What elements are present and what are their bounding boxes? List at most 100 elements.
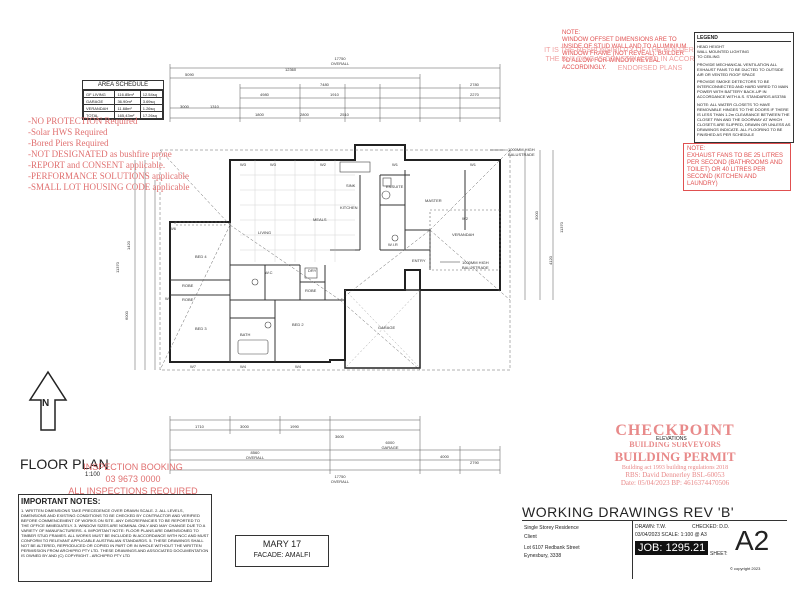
title-address-2: Eynesbury, 3338	[524, 553, 562, 559]
room-dry: DRY	[308, 268, 317, 273]
label-balustrade-top: 1000mm HIGH BALUSTRADE	[508, 147, 535, 157]
room-robe-1: ROBE	[182, 283, 194, 288]
exhaust-note: NOTE: EXHAUST FANS TO BE 25 LITRES PER S…	[683, 143, 791, 191]
checkpoint-brand: CHECKPOINT	[615, 422, 735, 439]
legend-note-ventilation: PROVIDE MECHANICAL VENTILATION ALL EXHAU…	[697, 62, 784, 77]
title-checked: CHECKED: D.D.	[692, 524, 730, 530]
svg-text:3000: 3000	[240, 424, 250, 429]
title-project: Single Storey Residence	[524, 525, 579, 531]
legend-general-note: NOTE: ALL WATER CLOSETS TO HAVE REMOVABL…	[697, 102, 791, 137]
label-balustrade-entry: 1000mm HIGH BALUSTRADE	[462, 260, 489, 270]
dim-right-overall: 11370	[558, 222, 564, 233]
dim-top-mid: 12360	[285, 67, 297, 72]
svg-text:2270: 2270	[470, 92, 480, 97]
stamp-conditions: -NO PROTECTION Required -Solar HWS Requi…	[28, 116, 190, 192]
svg-text:3000: 3000	[534, 210, 539, 220]
svg-text:5090: 5090	[185, 72, 195, 77]
room-bed4: BED 4	[195, 254, 207, 259]
svg-text:1420: 1420	[126, 240, 131, 250]
dim-left-overall: 11370	[114, 262, 120, 273]
north-label: N	[42, 398, 50, 409]
room-meals: MEALS	[313, 217, 327, 222]
svg-text:7480: 7480	[320, 82, 330, 87]
design-name: MARY 17	[262, 539, 302, 549]
title-heading: WORKING DRAWINGS REV 'B'	[522, 504, 735, 520]
svg-text:W3: W3	[240, 162, 247, 167]
important-notes: IMPORTANT NOTES: 1. WRITTEN DIMENSIONS T…	[18, 494, 212, 582]
svg-text:1710: 1710	[195, 424, 205, 429]
svg-text:W1: W1	[392, 162, 399, 167]
room-wir: W.I.R	[388, 242, 398, 247]
floor-plan-scale: 1:100	[85, 472, 101, 478]
floor-plan-title: FLOOR PLAN	[20, 456, 109, 472]
svg-text:4000: 4000	[440, 454, 450, 459]
svg-text:1990: 1990	[290, 424, 300, 429]
svg-text:W2: W2	[320, 162, 327, 167]
room-entry: ENTRY	[412, 258, 426, 263]
svg-text:1800: 1800	[255, 112, 265, 117]
svg-text:2510: 2510	[340, 112, 350, 117]
design-facade: FACADE: AMALFI	[253, 552, 311, 559]
legend-item: WALL MOUNTED LIGHTING	[697, 49, 749, 54]
title-block: Single Storey Residence Client Lot 6107 …	[522, 520, 787, 579]
legend-item: HEAD HEIGHT	[697, 44, 725, 49]
important-notes-text: 1. WRITTEN DIMENSIONS TAKE PRECEDENCE OV…	[21, 508, 209, 558]
faint-stamp-text: IT IS THE RESPONSIBILITY OF THE BUILDER …	[544, 47, 756, 72]
title-job-number: JOB: 1295.21	[635, 541, 709, 555]
title-copyright: © copyright 2023	[730, 566, 761, 571]
svg-text:W3: W3	[270, 162, 277, 167]
legend-note-smoke: PROVIDE SMOKE DETECTORS TO BE INTERCONNE…	[697, 79, 789, 99]
legend-box: LEGEND HEAD HEIGHT WALL MOUNTED LIGHTING…	[694, 32, 794, 143]
title-address-1: Lot 6107 Redbank Street	[524, 545, 580, 551]
legend-title: LEGEND	[697, 35, 791, 42]
important-notes-title: IMPORTANT NOTES:	[21, 497, 101, 506]
svg-text:W2: W2	[462, 216, 469, 221]
room-robe-3: ROBE	[305, 288, 317, 293]
label-sink: SINK	[346, 183, 356, 188]
room-wc: W.C	[265, 270, 273, 275]
svg-text:W4: W4	[295, 364, 302, 369]
svg-text:W1: W1	[470, 162, 477, 167]
svg-text:W4: W4	[240, 364, 247, 369]
north-arrow-icon	[28, 370, 68, 431]
elevations-tag: ELEVATIONS	[655, 436, 688, 442]
room-ensuite: ENSUITE	[386, 184, 404, 189]
svg-text:6000: 6000	[124, 310, 129, 320]
room-living: LIVING	[258, 230, 272, 235]
svg-text:4980: 4980	[260, 92, 270, 97]
svg-text:1910: 1910	[330, 92, 340, 97]
svg-text:3600: 3600	[335, 434, 345, 439]
svg-text:W6: W6	[170, 226, 177, 231]
dim-bottom-far: 2790	[470, 460, 479, 465]
room-bed2: BED 2	[292, 322, 304, 327]
svg-text:W7: W7	[190, 364, 197, 369]
room-verandah: VERANDAH	[452, 232, 475, 237]
svg-text:3000: 3000	[180, 104, 190, 109]
design-name-box: MARY 17 FACADE: AMALFI	[235, 535, 329, 567]
room-bed3: BED 3	[195, 326, 207, 331]
svg-text:2780: 2780	[470, 82, 480, 87]
title-date-scale: 03/04/2023 SCALE: 1:100 @ A3	[635, 532, 707, 538]
svg-text:4120: 4120	[548, 255, 553, 265]
room-garage: GARAGE	[378, 325, 396, 330]
window-note: NOTE: WINDOW OFFSET DIMENSIONS ARE TO IN…	[562, 30, 688, 72]
room-bath: BATH	[240, 332, 251, 337]
room-kitchen: KITCHEN	[340, 205, 358, 210]
inspection-stamp: INSPECTION BOOKING 03 9673 0000 ALL INSP…	[68, 462, 198, 496]
title-client: Client	[524, 534, 537, 540]
legend-item: TO CEILING	[697, 54, 720, 59]
area-schedule-title: AREA SCHEDULE	[83, 81, 163, 90]
title-sheet-label: SHEET:	[710, 551, 728, 557]
svg-text:2800: 2800	[300, 112, 310, 117]
